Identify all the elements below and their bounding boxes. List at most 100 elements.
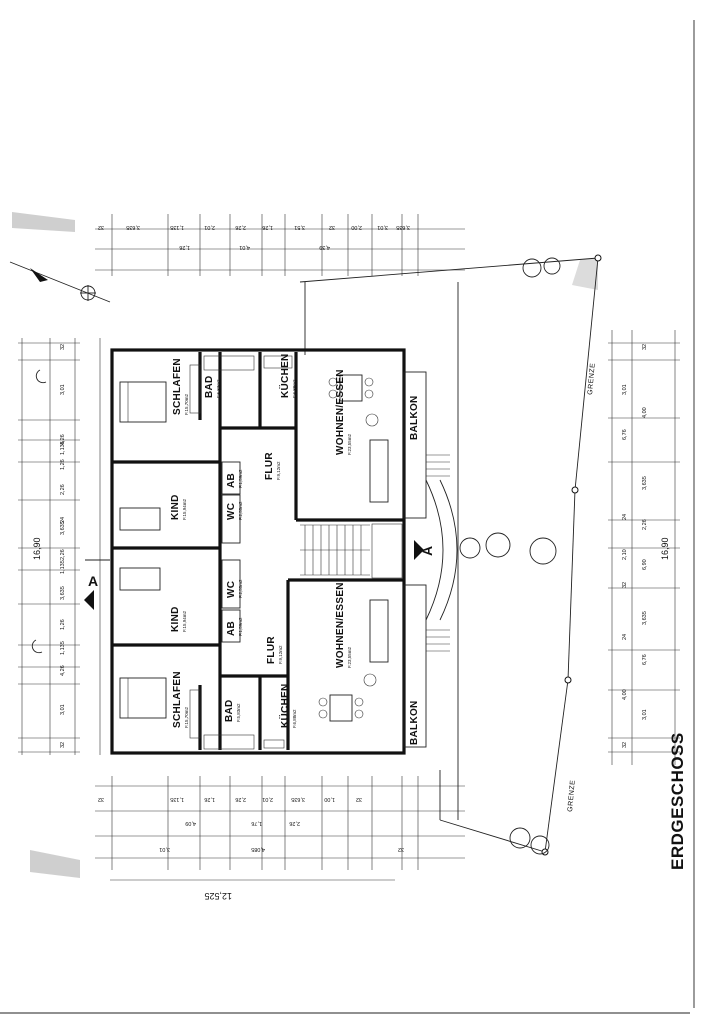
room-area-flur-top: F.9,12m2 bbox=[276, 461, 281, 480]
boundary-label-top: GRENZE bbox=[587, 363, 597, 396]
room-name-flur-bottom: FLUR bbox=[266, 636, 277, 664]
room-name-kind-top: KIND bbox=[170, 494, 181, 520]
dim-right-text: 24 bbox=[622, 634, 628, 640]
dim-top-text: 3,635 bbox=[126, 224, 140, 230]
room-name-kind-bottom: KIND bbox=[170, 606, 181, 632]
garden-shrubs bbox=[459, 257, 561, 855]
dim-left-text: 2,26 bbox=[60, 549, 66, 560]
dim-right-text: 6,76 bbox=[622, 429, 628, 440]
dim-bottom-text: 1,135 bbox=[170, 796, 184, 802]
dim-left-text: 4,26 bbox=[60, 434, 66, 445]
dim-bottom-text: 4,085 bbox=[251, 846, 265, 852]
dim-right-text: 6,76 bbox=[642, 654, 648, 665]
dim-left-text: 2,26 bbox=[60, 484, 66, 495]
dimension-texts-left: 323,014,261,1351,262,26243,6352,261,1353… bbox=[60, 344, 66, 748]
furniture bbox=[119, 355, 389, 750]
dim-left-text: 4,26 bbox=[60, 665, 66, 676]
building-walls bbox=[110, 348, 458, 755]
room-area-wohnen-top: F.23,55m2 bbox=[347, 433, 352, 455]
dim-right-text: 4,00 bbox=[642, 407, 648, 418]
dim-right-text: 2,26 bbox=[642, 519, 648, 530]
room-area-kind-bottom: F.15,94m2 bbox=[182, 610, 187, 632]
dim-bottom-text: 1,26 bbox=[204, 796, 215, 802]
dim-left-text: 1,135 bbox=[60, 441, 66, 455]
dim-top-text: 3,01 bbox=[377, 224, 388, 230]
section-label-left: A bbox=[88, 573, 98, 589]
dimension-texts-bottom: 32 1,135 1,26 2,26 2,01 3,635 1,00 32 4,09 1,76 2,… bbox=[98, 796, 404, 852]
room-name-ab-bottom: AB bbox=[226, 621, 237, 636]
room-name-bad-bottom: BAD bbox=[224, 699, 235, 722]
section-label-right: A bbox=[419, 546, 435, 556]
dim-right-text: 3,01 bbox=[622, 384, 628, 395]
room-name-ab-top: AB bbox=[226, 473, 237, 488]
room-name-kuechen-top: KÜCHEN bbox=[278, 353, 291, 398]
arc-symbol-top bbox=[35, 369, 47, 384]
dim-right-text: 32 bbox=[622, 582, 628, 588]
dim-bottom-text: 2,26 bbox=[235, 796, 246, 802]
dim-right-text: 32 bbox=[642, 344, 648, 350]
boundary-label-bottom: GRENZE bbox=[567, 780, 577, 813]
room-area-bad-top: F.5,83m2 bbox=[216, 379, 221, 398]
dim-left-text: 1,135 bbox=[60, 560, 66, 574]
dim-top-text: 32 bbox=[329, 224, 335, 230]
dim-left-text: 24 bbox=[60, 517, 66, 523]
room-name-balkon-bottom: BALKON bbox=[409, 700, 420, 745]
room-area-schlafen-bottom: F.15,70m2 bbox=[184, 706, 189, 728]
dimension-texts-right: 323,014,006,763,635242,262,106,90323,635… bbox=[622, 344, 648, 748]
dim-top-text: 4,39 bbox=[319, 244, 330, 250]
dim-right-text: 3,01 bbox=[642, 709, 648, 720]
dim-top-text: 3,51 bbox=[294, 224, 305, 230]
dim-left-text: 32 bbox=[60, 742, 66, 748]
dim-right-text: 24 bbox=[622, 514, 628, 520]
dim-left-text: 3,01 bbox=[60, 704, 66, 715]
dim-bottom-text: 3,01 bbox=[159, 846, 170, 852]
room-area-ab-top: F.1,59m2 bbox=[238, 469, 243, 488]
dim-bottom-text: 32 bbox=[98, 796, 104, 802]
north-arrow bbox=[9, 261, 111, 303]
room-area-bad-bottom: F.5,83m2 bbox=[236, 703, 241, 722]
arc-symbol-bottom bbox=[31, 639, 43, 654]
room-name-wc-bottom: WC bbox=[226, 581, 237, 598]
dim-bottom-text: 3,635 bbox=[291, 796, 305, 802]
dim-right-text: 32 bbox=[622, 742, 628, 748]
dim-left-text: 3,01 bbox=[60, 384, 66, 395]
dim-right-text: 6,90 bbox=[642, 559, 648, 570]
room-area-kind-top: F.15,94m2 bbox=[182, 498, 187, 520]
dim-bottom-text: 2,01 bbox=[262, 796, 273, 802]
room-area-schlafen-top: F.15,70m2 bbox=[184, 393, 189, 415]
dim-bottom-text: 1,00 bbox=[324, 796, 335, 802]
room-area-ab-bottom: F.1,59m2 bbox=[238, 617, 243, 636]
dim-left-text: 1,26 bbox=[60, 459, 66, 470]
dim-top-text: 32 bbox=[98, 224, 104, 230]
room-area-wc-bottom: F.2,55m2 bbox=[238, 579, 243, 598]
dim-right-text: 3,635 bbox=[642, 611, 648, 625]
dim-bottom-text: 32 bbox=[398, 846, 404, 852]
dim-top-text: 2,01 bbox=[204, 224, 215, 230]
plot-boundary bbox=[299, 254, 602, 856]
room-name-schlafen-top: SCHLAFEN bbox=[172, 358, 183, 415]
room-name-wohnen-bottom: WOHNEN/ESSEN bbox=[335, 582, 346, 668]
dim-bottom-text: 4,09 bbox=[185, 820, 196, 826]
dim-top-text: 2,00 bbox=[351, 224, 362, 230]
room-name-wc-top: WC bbox=[226, 503, 237, 520]
room-area-wc-top: F.2,55m2 bbox=[238, 501, 243, 520]
terrain-hatch bbox=[12, 212, 598, 878]
dim-bottom-text: 2,26 bbox=[289, 820, 300, 826]
dim-bottom-text: 1,76 bbox=[251, 820, 262, 826]
dim-right-text: 2,10 bbox=[622, 549, 628, 560]
room-area-kuechen-top: F.6,88m2 bbox=[292, 379, 297, 398]
room-area-wohnen-bottom: F.23,55m2 bbox=[347, 646, 352, 668]
dim-left-text: 32 bbox=[60, 344, 66, 350]
dim-top-text: 1,26 bbox=[179, 244, 190, 250]
dim-bottom-text: 32 bbox=[356, 796, 362, 802]
dim-top-text: 4,01 bbox=[239, 244, 250, 250]
dim-top-text: 1,26 bbox=[262, 224, 273, 230]
room-name-bad-top: BAD bbox=[204, 375, 215, 398]
dim-top-text: 1,135 bbox=[170, 224, 184, 230]
dim-left-text: 3,635 bbox=[60, 521, 66, 535]
overall-depth-dim: 12,525 bbox=[204, 891, 232, 901]
